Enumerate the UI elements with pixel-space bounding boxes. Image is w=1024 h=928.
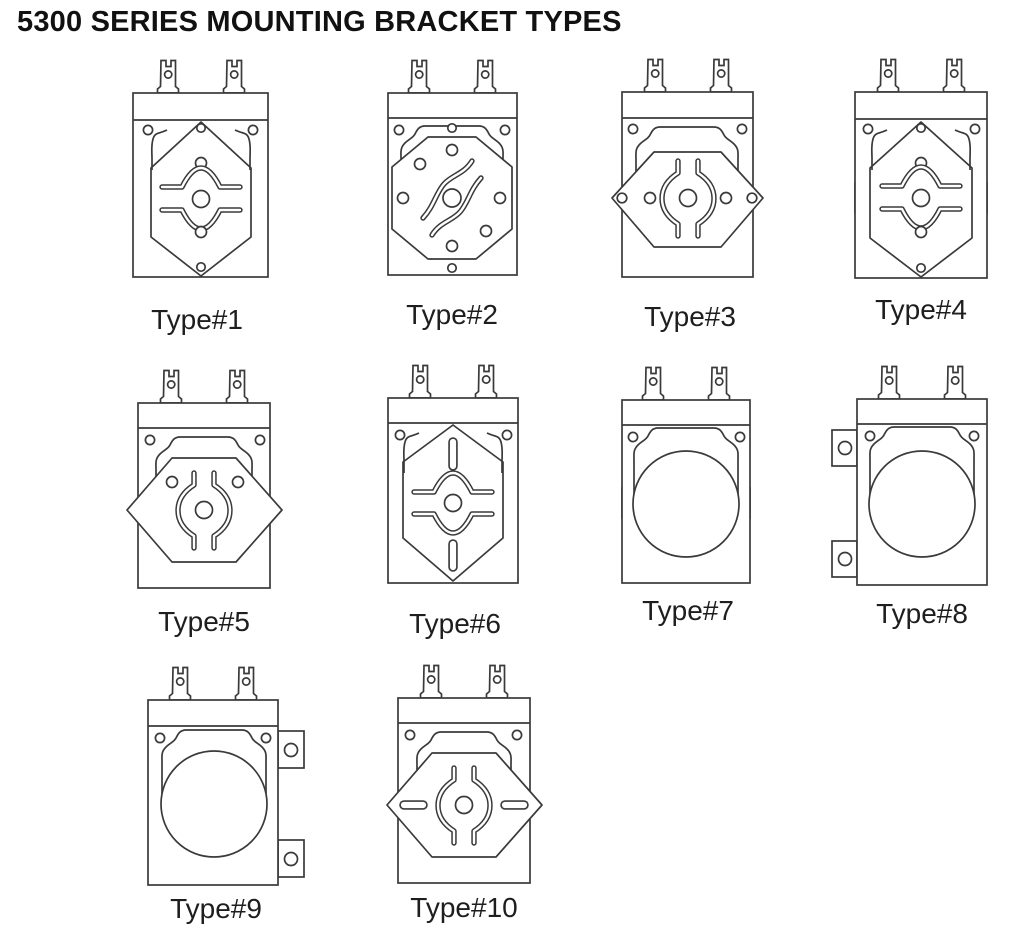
figure-label-type-4: Type#4 — [875, 294, 967, 325]
bracket-figure-type-4 — [854, 58, 988, 279]
figure-label-type-10: Type#10 — [410, 892, 518, 923]
figure-label-type-9: Type#9 — [170, 893, 262, 924]
bracket-figure-type-3 — [611, 58, 764, 278]
bracket-figure-type-5 — [126, 369, 283, 589]
figure-label-type-8: Type#8 — [876, 598, 968, 629]
bracket-figure-type-2 — [387, 59, 518, 276]
figure-label-type-2: Type#2 — [406, 299, 498, 330]
bracket-figure-type-8 — [831, 365, 988, 586]
bracket-figure-type-9 — [147, 666, 305, 886]
figure-label-type-7: Type#7 — [642, 595, 734, 626]
bracket-figure-type-7 — [621, 366, 751, 584]
figure-label-type-3: Type#3 — [644, 301, 736, 332]
figure-label-type-1: Type#1 — [151, 304, 243, 335]
bracket-figure-type-6 — [387, 364, 519, 584]
figure-label-type-6: Type#6 — [409, 608, 501, 639]
figure-label-type-5: Type#5 — [158, 606, 250, 637]
bracket-figure-type-1 — [132, 59, 269, 278]
bracket-figure-type-10 — [386, 664, 543, 884]
page-title: 5300 SERIES MOUNTING BRACKET TYPES — [17, 6, 622, 38]
